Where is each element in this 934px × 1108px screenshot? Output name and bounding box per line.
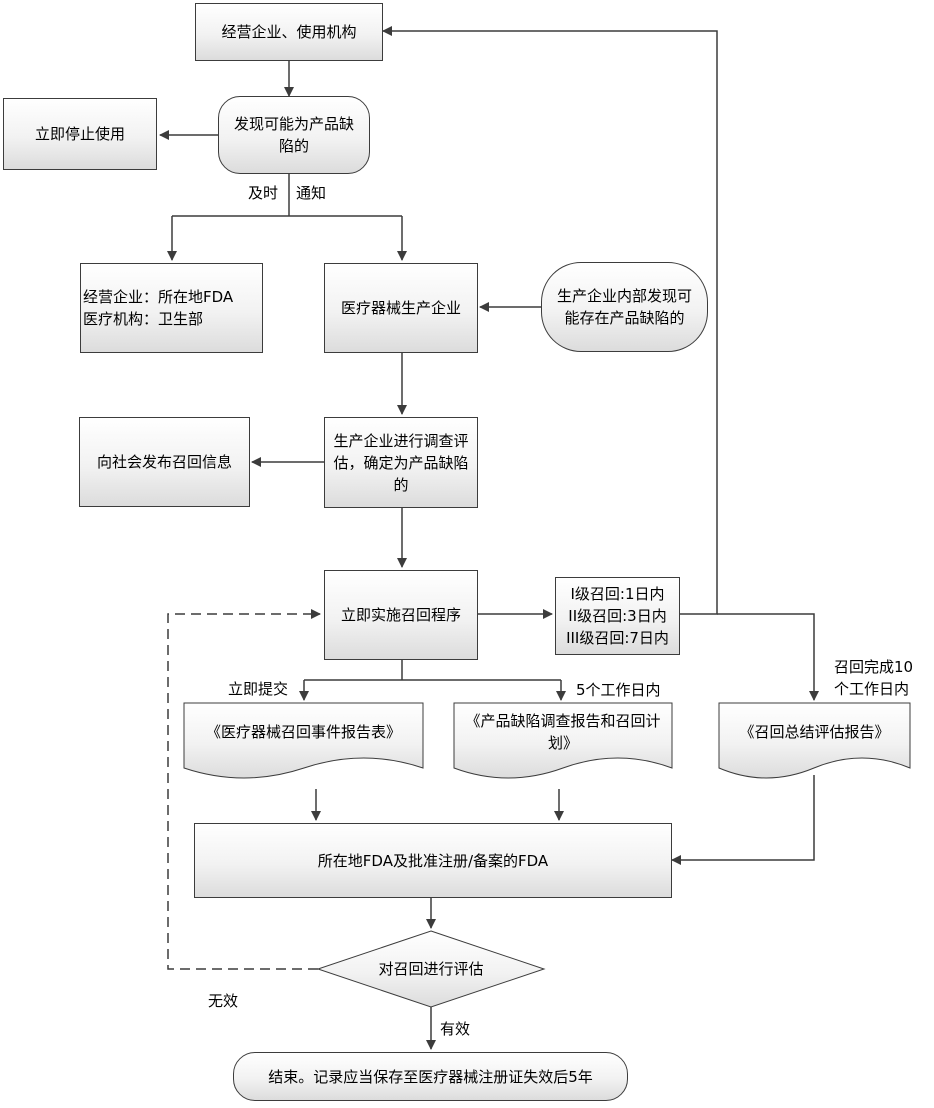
report-to-box: 经营企业：所在地FDA 医疗机构：卫生部 <box>80 263 263 353</box>
report-to-line-1: 经营企业：所在地FDA <box>83 288 234 306</box>
internal-discover-label: 生产企业内部发现可能存在产品缺陷的 <box>556 287 692 327</box>
internal-discover-terminal: 生产企业内部发现可能存在产品缺陷的 <box>541 262 708 352</box>
recall-label: 立即实施召回程序 <box>340 606 461 624</box>
doc-plan-label: 《产品缺陷调查报告和召回计划》 <box>465 712 661 752</box>
recall-level-3: III级召回:7日内 <box>566 629 669 647</box>
operators-box: 经营企业、使用机构 <box>195 3 383 61</box>
publish-label: 向社会发布召回信息 <box>96 453 232 471</box>
doc-event-report-text: 《医疗器械召回事件报告表》 <box>184 706 423 758</box>
manufacturer-label: 医疗器械生产企业 <box>340 299 461 317</box>
manufacturer-box: 医疗器械生产企业 <box>324 263 478 353</box>
label-submit-now: 立即提交 <box>228 680 289 698</box>
stop-box: 立即停止使用 <box>3 98 157 170</box>
arrow-levels-summary <box>717 613 819 701</box>
doc-plan-text: 《产品缺陷调查报告和召回计划》 <box>458 706 668 758</box>
publish-box: 向社会发布召回信息 <box>79 417 250 507</box>
doc-event-report-shape <box>183 702 424 779</box>
fda-box: 所在地FDA及批准注册/备案的FDA <box>194 823 672 898</box>
discover-terminal: 发现可能为产品缺陷的 <box>218 96 370 174</box>
stop-label: 立即停止使用 <box>34 125 125 143</box>
report-to-line-2: 医疗机构：卫生部 <box>83 310 204 328</box>
doc-plan-shape <box>453 702 673 779</box>
doc-summary-text: 《召回总结评估报告》 <box>719 706 910 758</box>
operators-label: 经营企业、使用机构 <box>221 23 357 41</box>
arrow-evaluate-recall-invalid <box>167 609 321 970</box>
label-timely: 及时 <box>248 184 279 202</box>
evaluate-text: 对召回进行评估 <box>318 958 544 980</box>
end-label: 结束。记录应当保存至医疗器械注册证失效后5年 <box>268 1067 593 1086</box>
label-five-days: 5个工作日内 <box>576 681 661 699</box>
connectors <box>159 26 819 1050</box>
investigate-label: 生产企业进行调查评估，确定为产品缺陷的 <box>333 431 469 494</box>
discover-label: 发现可能为产品缺陷的 <box>233 115 354 155</box>
recall-box: 立即实施召回程序 <box>324 570 478 660</box>
label-valid: 有效 <box>440 1020 471 1038</box>
label-after-complete-1: 召回完成10 <box>834 658 914 676</box>
doc-summary-shape <box>718 702 911 779</box>
doc-event-report-label: 《医疗器械召回事件报告表》 <box>205 723 401 741</box>
arrow-summary-fda <box>671 775 815 865</box>
recall-level-1: I级召回:1日内 <box>570 585 665 603</box>
evaluate-label: 对召回进行评估 <box>378 960 484 978</box>
arrow-levels-operators <box>382 26 718 615</box>
fda-label: 所在地FDA及批准注册/备案的FDA <box>317 851 549 870</box>
doc-summary-label: 《召回总结评估报告》 <box>739 723 890 741</box>
label-invalid: 无效 <box>208 992 239 1010</box>
recall-levels-box: I级召回:1日内 II级召回:3日内 III级召回:7日内 <box>555 577 680 655</box>
label-after-complete-2: 个工作日内 <box>834 680 910 698</box>
investigate-box: 生产企业进行调查评估，确定为产品缺陷的 <box>324 417 478 508</box>
end-terminal: 结束。记录应当保存至医疗器械注册证失效后5年 <box>233 1052 628 1101</box>
recall-level-2: II级召回:3日内 <box>568 607 667 625</box>
label-notify: 通知 <box>296 184 327 202</box>
